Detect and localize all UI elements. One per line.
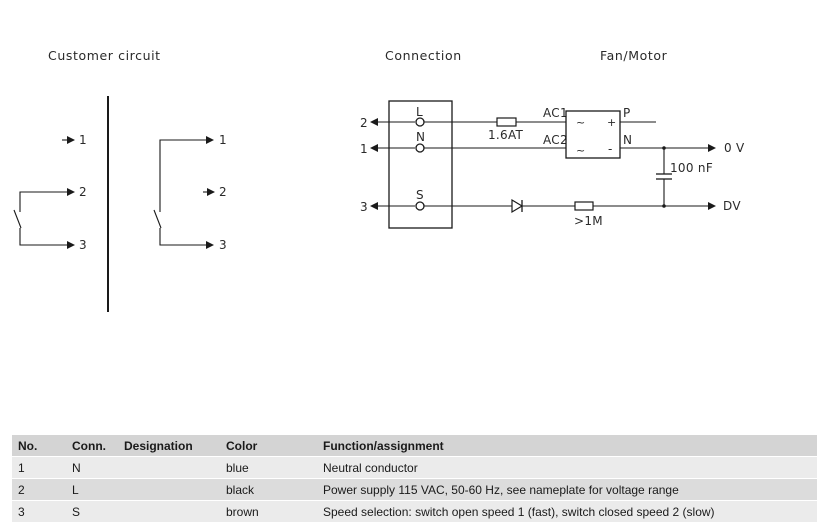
pin-n-label: N <box>416 130 425 144</box>
cell-no: 1 <box>12 456 66 479</box>
header-function: Function/assignment <box>317 435 817 457</box>
p-label: P <box>623 106 631 120</box>
rectifier-plus-sign: + <box>607 116 616 129</box>
pin-s-label: S <box>416 188 424 202</box>
cell-function: Power supply 115 VAC, 50-60 Hz, see name… <box>317 478 817 501</box>
cell-designation <box>118 478 220 501</box>
right-terminal-1-label: 1 <box>219 133 227 147</box>
cell-conn: S <box>66 500 118 523</box>
connection-table: No. Conn. Designation Color Function/ass… <box>12 435 817 523</box>
cell-designation <box>118 456 220 479</box>
capacitor-label: 100 nF <box>670 161 713 175</box>
customer-circuit-title: Customer circuit <box>48 48 161 63</box>
resistor-symbol <box>574 201 594 211</box>
fuse-symbol <box>496 117 517 127</box>
fuse-label: 1.6AT <box>488 128 524 142</box>
connection-title: Connection <box>385 48 462 63</box>
cell-color: black <box>220 478 317 501</box>
cell-function: Speed selection: switch open speed 1 (fa… <box>317 500 817 523</box>
cell-color: blue <box>220 456 317 479</box>
right-terminal-3-label: 3 <box>219 238 227 252</box>
n-output-label: N <box>623 133 632 147</box>
left-switch-blade <box>13 209 22 229</box>
rectifier-ac1-sign: ~ <box>576 116 585 129</box>
table-row: 1 N blue Neutral conductor <box>12 456 817 479</box>
left-wire-2 <box>19 188 75 212</box>
right-terminal-2-label: 2 <box>219 185 227 199</box>
left-terminal-2-label: 2 <box>79 185 87 199</box>
ac1-label: AC1 <box>543 106 568 120</box>
rectifier-box <box>565 110 621 159</box>
right-wire-3 <box>159 228 214 249</box>
cell-color: brown <box>220 500 317 523</box>
cell-designation <box>118 500 220 523</box>
terminal-n-circle <box>415 143 425 153</box>
left-wire-3 <box>19 228 75 249</box>
ac2-label: AC2 <box>543 133 568 147</box>
header-no: No. <box>12 435 66 457</box>
rectifier-ac2-sign: ~ <box>576 144 585 157</box>
cell-conn: L <box>66 478 118 501</box>
cell-conn: N <box>66 456 118 479</box>
rectifier-minus-sign: - <box>608 142 612 156</box>
left-terminal-1-label: 1 <box>79 133 87 147</box>
table-header-row: No. Conn. Designation Color Function/ass… <box>12 435 817 457</box>
cell-no: 3 <box>12 500 66 523</box>
resistor-label: >1M <box>574 214 603 228</box>
header-conn: Conn. <box>66 435 118 457</box>
table-row: 2 L black Power supply 115 VAC, 50-60 Hz… <box>12 478 817 501</box>
diode-symbol <box>511 198 524 214</box>
table-row: 3 S brown Speed selection: switch open s… <box>12 500 817 523</box>
header-color: Color <box>220 435 317 457</box>
terminal-l-circle <box>415 117 425 127</box>
header-designation: Designation <box>118 435 220 457</box>
right-wire-1 <box>159 136 214 212</box>
dv-node <box>662 204 666 208</box>
right-switch-blade <box>153 209 162 229</box>
cell-function: Neutral conductor <box>317 456 817 479</box>
wiring-diagram: Customer circuit 1 2 3 1 2 3 Connection … <box>13 48 745 312</box>
wire-number-3: 3 <box>360 200 368 214</box>
pin-l-label: L <box>416 105 423 119</box>
cell-no: 2 <box>12 478 66 501</box>
dv-label: DV <box>723 199 741 213</box>
wire-number-1: 1 <box>360 142 368 156</box>
connection-terminal-block <box>388 100 453 229</box>
terminal-s-circle <box>415 201 425 211</box>
wire-number-2: 2 <box>360 116 368 130</box>
fan-motor-title: Fan/Motor <box>600 48 668 63</box>
zero-volt-label: 0 V <box>724 141 745 155</box>
left-terminal-3-label: 3 <box>79 238 87 252</box>
